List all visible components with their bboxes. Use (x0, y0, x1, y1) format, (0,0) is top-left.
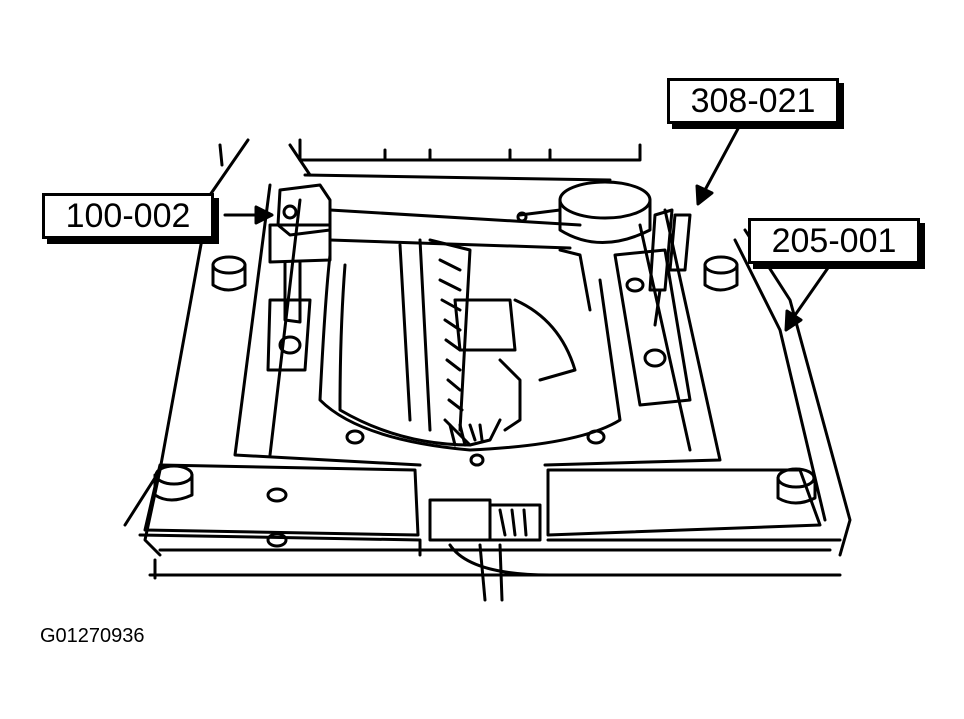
arrow-head-205-001 (784, 309, 803, 332)
figure-id: G01270936 (40, 625, 145, 647)
gear-housing (318, 238, 622, 467)
tool-100-002-drawing (266, 183, 582, 372)
right-side-plate (613, 248, 692, 407)
arrow-head-100-002 (254, 205, 274, 225)
bottom-plates (138, 463, 842, 557)
pinion-yoke (428, 498, 552, 602)
inner-rim (233, 138, 722, 467)
outer-housing (123, 138, 852, 580)
tool-308-021-drawing (516, 180, 692, 327)
hold-down-nuts (211, 255, 739, 292)
leader-arrows (223, 123, 832, 332)
callout-308-021: 308-021 (667, 78, 839, 124)
arrow-head-308-021 (695, 184, 714, 206)
callout-205-001: 205-001 (748, 218, 920, 264)
callout-100-002: 100-002 (42, 193, 214, 239)
